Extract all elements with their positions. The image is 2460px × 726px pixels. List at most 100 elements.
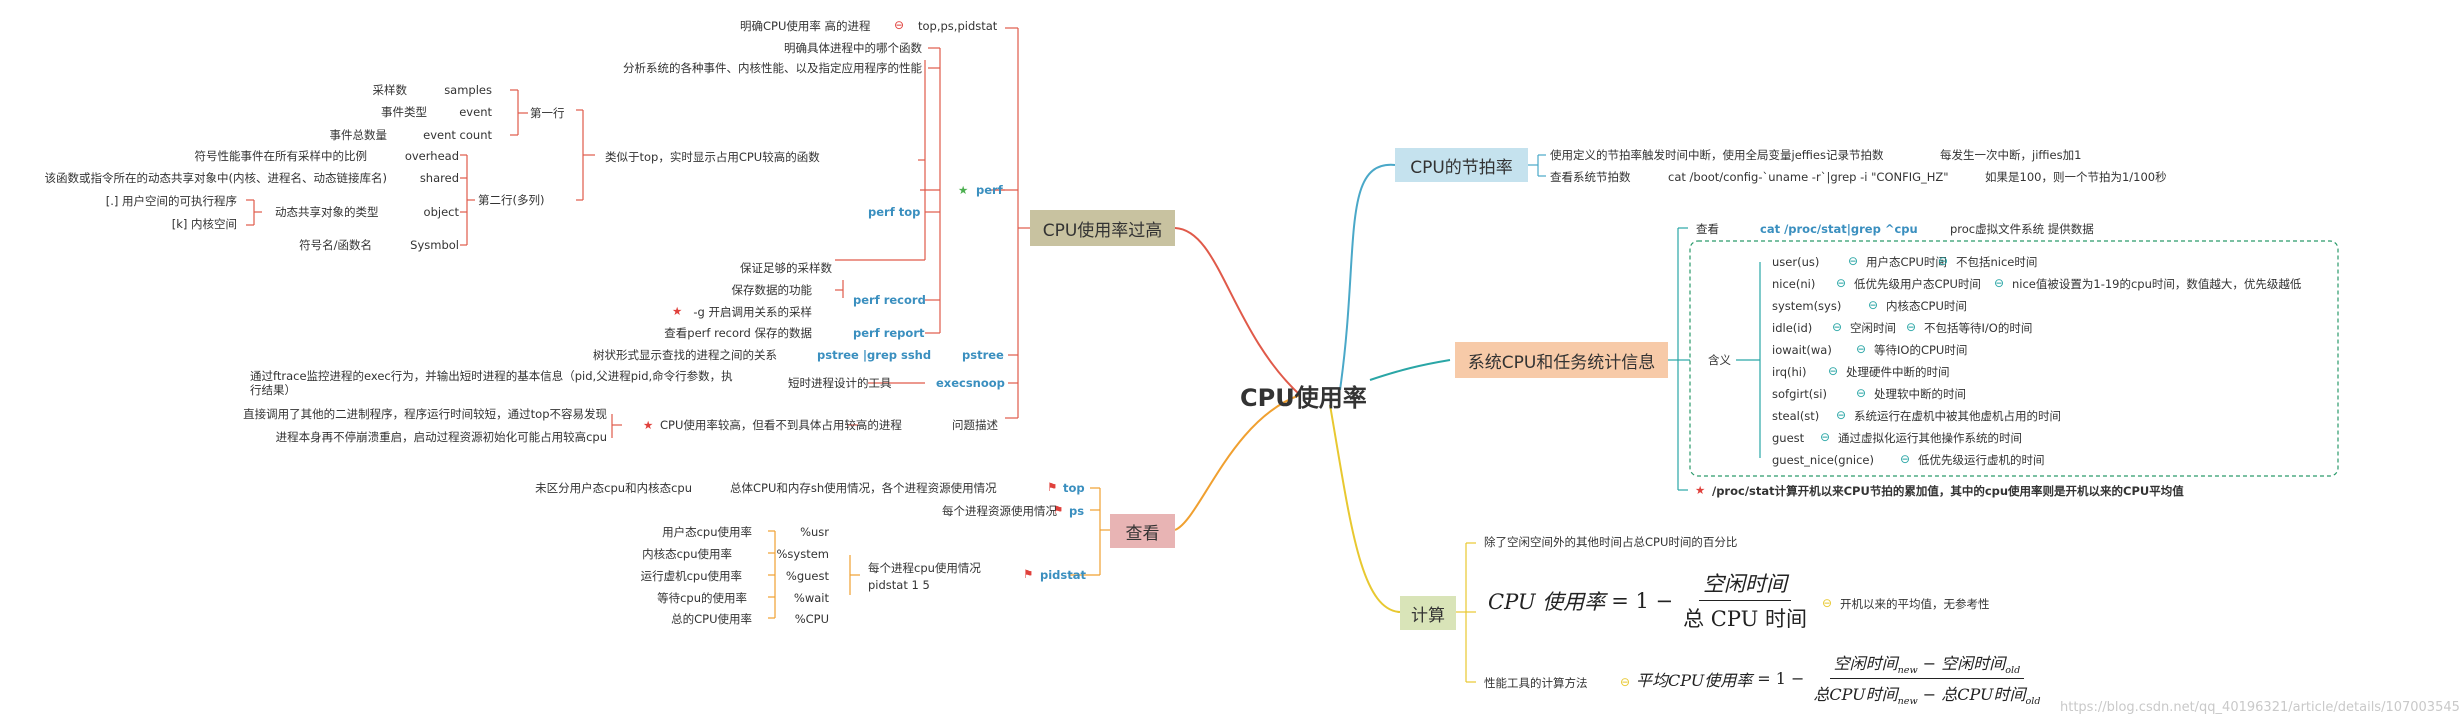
perf-top-node[interactable]: perf top [868,205,921,219]
execsnoop-node[interactable]: execsnoop [936,376,1005,390]
perf-report-node[interactable]: perf report [853,326,925,340]
branch-cpu-high[interactable]: CPU使用率过高 [1030,210,1175,246]
branch-stats[interactable]: 系统CPU和任务统计信息 [1455,342,1668,378]
pidstat-item-3-value: %wait [793,591,829,605]
problem-note2: 进程本身再不停崩溃重启，启动过程资源初始化可能占用较高cpu [275,430,607,444]
pidstat-item-1-label: 内核态cpu使用率 [642,547,732,561]
f2-num-b: 空闲时间 [1941,654,2006,673]
formula-2-denominator: 总CPU时间new − 总CPU时间old [1813,685,2041,708]
row2-node[interactable]: 第二行(多列) [478,193,545,207]
stats-item-note: 不包括等待I/O的时间 [1924,321,2033,335]
formula-2-numerator: 空闲时间new − 空闲时间old [1829,650,2025,680]
formula-1-numerator: 空闲时间 [1699,568,1792,601]
pidstat-item-2-value: %guest [785,569,829,583]
row1-item-1-label: 事件类型 [381,105,427,119]
calc-desc: 除了空闲空间外的其他时间占总CPU时间的百分比 [1484,535,1738,549]
f2-num-b-sub: old [2005,665,2021,677]
stats-item-name[interactable]: guest [1772,431,1805,445]
link-circle-icon: ⊖ [1856,386,1867,400]
stats-item-note: nice值被设置为1-19的cpu时间，数值越大，优先级越低 [2012,277,2302,291]
formula-1-denominator: 总 CPU 时间 [1683,607,1807,631]
stats-item-desc: 内核态CPU时间 [1886,299,1967,313]
ps-node[interactable]: ps [1069,504,1085,518]
branch-tick[interactable]: CPU的节拍率 [1395,148,1528,182]
stats-item-name[interactable]: nice(ni) [1772,277,1816,291]
perf-node[interactable]: perf [976,183,1003,197]
perf-desc1: 明确具体进程中的哪个函数 [784,41,922,55]
pidstat-item-4-label: 总的CPU使用率 [671,612,752,626]
execsnoop-desc: 短时进程设计的工具 [788,376,892,390]
row2-item-2-label: [.] 用户空间的可执行程序 [105,194,237,208]
connector-lines [246,27,2339,683]
problem-node[interactable]: 问题描述 [952,418,998,432]
stats-item-desc: 处理软中断的时间 [1874,387,1966,401]
calc-tool: 性能工具的计算方法 [1484,676,1588,690]
top-node[interactable]: top [1063,481,1085,495]
branch-tick-label: CPU的节拍率 [1410,157,1513,178]
f2-den-b: 总CPU时间 [1941,685,2026,705]
star-icon-record: ★ [672,304,683,318]
pidstat-desc1: 每个进程cpu使用情况 [868,561,981,575]
record-desc2: -g 开启调用关系的采样 [693,305,812,319]
branch-calc-label: 计算 [1411,605,1445,626]
stats-item-name[interactable]: user(us) [1772,255,1820,269]
formula-1-fraction: 空闲时间 总 CPU 时间 [1679,568,1811,633]
row2-item-4-value: Sysmbol [410,238,459,252]
stats-item-name[interactable]: idle(id) [1772,321,1813,335]
stats-item-desc: 低优先级运行虚机的时间 [1918,453,2045,467]
tick-desc2-note: 如果是100，则一个节拍为1/100秒 [1985,170,2167,184]
pidstat-item-2-label: 运行虚机cpu使用率 [640,569,742,583]
stats-item-desc: 等待IO的CPU时间 [1874,343,1968,357]
tick-desc1: 使用定义的节拍率触发时间中断，使用全局变量jeffies记录节拍数 [1550,148,1884,162]
top-note: 未区分用户态cpu和内核态cpu [535,481,692,495]
formula-1: CPU 使用率 = 1 − 空闲时间 总 CPU 时间 [1488,568,1811,633]
row2-item-0-label: 符号性能事件在所有采样中的比例 [194,149,368,163]
f2-den-a: 总CPU时间 [1813,685,1898,705]
stats-item-name[interactable]: iowait(wa) [1772,343,1832,357]
link-circle-icon: ⊖ [894,18,905,32]
pstree-node[interactable]: pstree [962,348,1004,362]
root-topic[interactable]: CPU使用率 [1240,384,1367,412]
branch-view[interactable]: 查看 [1110,514,1175,548]
stats-item-name[interactable]: steal(st) [1772,409,1820,423]
tools-desc: 明确CPU使用率 高的进程 [740,19,871,33]
stats-item-note: 不包括nice时间 [1956,255,2038,269]
f2-num-a-sub: new [1897,665,1918,677]
pstree-cmd: pstree |grep sshd [817,348,932,362]
link-circle-icon: ⊖ [1856,342,1867,356]
stats-item-desc: 系统运行在虚机中被其他虚机占用的时间 [1854,409,2061,423]
stats-item-name[interactable]: sofgirt(si) [1772,387,1827,401]
stats-item-name[interactable]: irq(hi) [1772,365,1807,379]
perf-record-node[interactable]: perf record [853,293,926,307]
branch-calc[interactable]: 计算 [1400,596,1456,630]
stats-item-name[interactable]: system(sys) [1772,299,1842,313]
top-desc: 总体CPU和内存sh使用情况，各个进程资源使用情况 [730,481,997,495]
execsnoop-note1: 通过ftrace监控进程的exec行为，并输出短时进程的基本信息（pid,父进程… [250,369,733,383]
tools: top,ps,pidstat [918,19,998,33]
ps-desc: 每个进程资源使用情况 [942,504,1057,518]
link-circle-icon: ⊖ [1900,452,1911,466]
star-icon-stats: ★ [1695,483,1706,497]
stats-view[interactable]: 查看 [1696,222,1719,236]
formula-2-lhs: 平均CPU使用率 [1636,670,1753,690]
stats-note: /proc/stat计算开机以来CPU节拍的累加值，其中的cpu使用率则是开机以… [1712,484,2184,498]
f2-den-a-sub: new [1897,696,1918,708]
pidstat-item-4-value: %CPU [794,612,829,626]
stats-item-desc: 用户态CPU时间 [1866,255,1947,269]
link-circle-icon-f1: ⊖ [1822,596,1833,610]
flag-icon-top: ⚑ [1047,480,1058,494]
watermark: https://blog.csdn.net/qq_40196321/articl… [2060,700,2460,715]
branch-view-label: 查看 [1125,523,1160,544]
row2-item-4-label: 符号名/函数名 [299,238,372,252]
stats-meaning[interactable]: 含义 [1708,353,1731,367]
link-circle-icon: ⊖ [1938,254,1949,268]
branch-cpu-high-label: CPU使用率过高 [1042,220,1163,241]
pidstat-item-0-label: 用户态cpu使用率 [662,525,752,539]
formula-2: 平均CPU使用率 = 1 − 空闲时间new − 空闲时间old 总CPU时间n… [1636,650,2044,707]
sample-note: 保证足够的采样数 [740,261,832,275]
stats-item-name[interactable]: guest_nice(gnice) [1772,453,1874,467]
row1-node[interactable]: 第一行 [530,106,565,120]
stats-view-cmd: cat /proc/stat|grep ^cpu [1760,222,1918,236]
link-circle-icon: ⊖ [1906,320,1917,334]
pidstat-node[interactable]: pidstat [1040,568,1087,582]
